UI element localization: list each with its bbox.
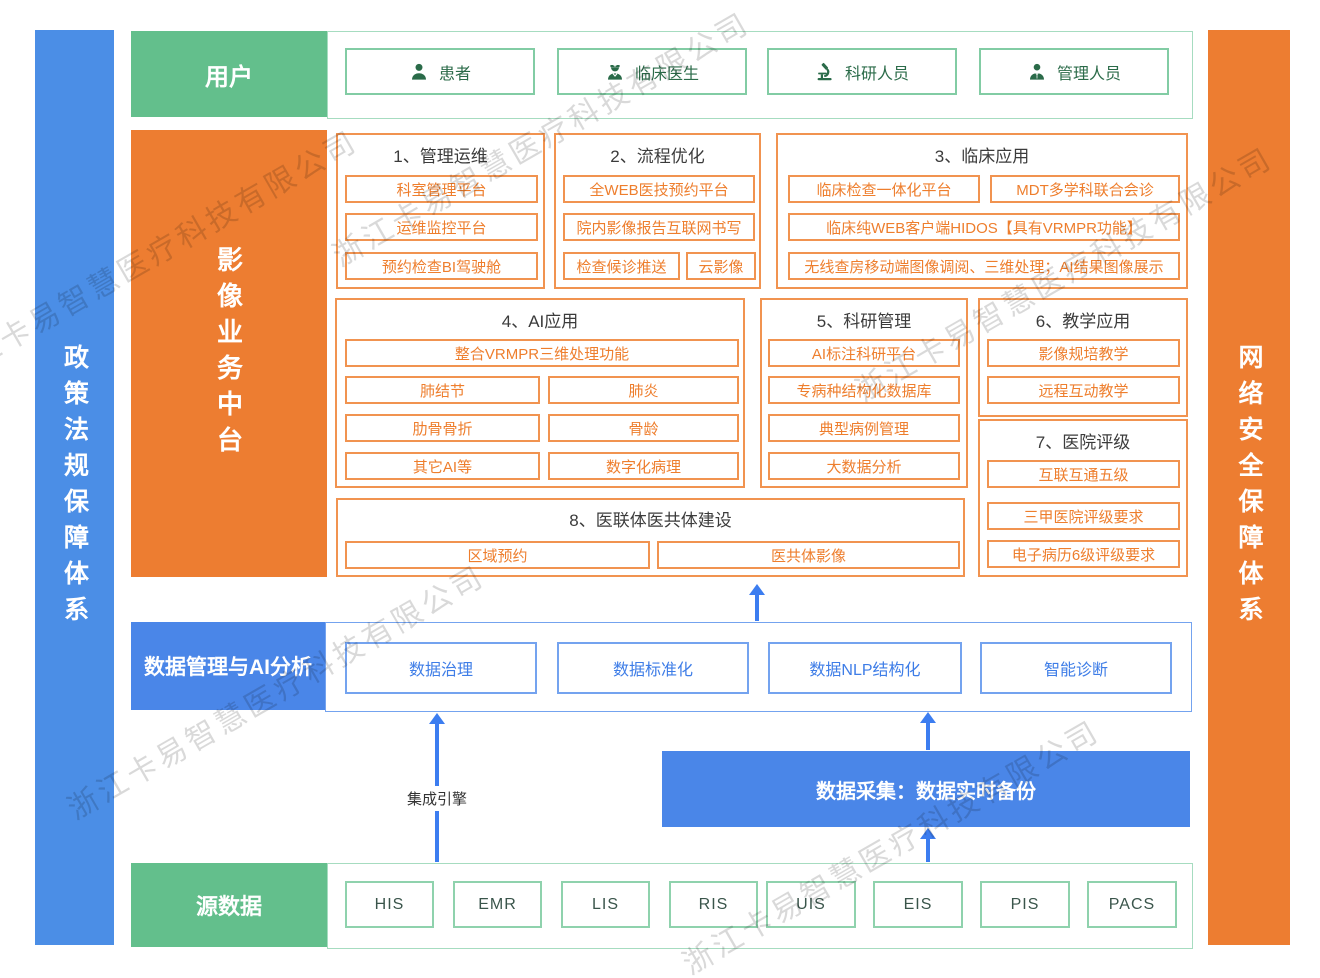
section-ai-application: 4、AI应用 整合VRMPR三维处理功能 肺结节 肺炎 肋骨骨折 骨龄 其它AI…: [335, 298, 745, 488]
user-item-researcher: 科研人员: [767, 48, 957, 95]
platform-item: 运维监控平台: [345, 213, 538, 241]
section-title: 6、教学应用: [1035, 312, 1131, 331]
section-clinical-application: 3、临床应用 临床检查一体化平台 MDT多学科联合会诊 临床纯WEB客户端HID…: [776, 133, 1188, 289]
network-security-label: 网络安全保障体系: [1235, 343, 1263, 632]
microscope-icon: [817, 62, 832, 80]
source-item: LIS: [561, 881, 650, 928]
section-title: 7、医院评级: [1035, 433, 1131, 452]
data-mgmt-item: 数据标准化: [557, 642, 749, 694]
doctor-icon: [607, 62, 622, 80]
user-item-label: 患者: [438, 65, 471, 83]
platform-item: 影像规培教学: [987, 339, 1180, 367]
platform-item: 骨龄: [548, 414, 739, 442]
platform-label: 影像业务中台: [213, 245, 244, 462]
platform-item: 电子病历6级评级要求: [987, 540, 1180, 568]
platform-item: 临床检查一体化平台: [788, 175, 980, 203]
section-hospital-rating: 7、医院评级 互联互通五级 三甲医院评级要求 电子病历6级评级要求: [978, 419, 1188, 577]
platform-item: 全WEB医技预约平台: [563, 175, 755, 203]
platform-item: 云影像: [686, 252, 756, 280]
data-mgmt-item: 数据治理: [345, 642, 537, 694]
platform-label-block: 影像业务中台: [131, 130, 327, 577]
platform-item: 区域预约: [345, 541, 650, 569]
platform-item: 院内影像报告互联网书写: [563, 213, 755, 241]
section-teaching-application: 6、教学应用 影像规培教学 远程互动教学: [978, 298, 1188, 417]
section-title: 4、AI应用: [501, 312, 579, 331]
platform-item: 大数据分析: [768, 452, 960, 480]
source-item: PIS: [980, 881, 1070, 928]
platform-item: 互联互通五级: [987, 460, 1180, 488]
source-item: UIS: [766, 881, 856, 928]
user-item-patient: 患者: [345, 48, 535, 95]
user-item-manager: 管理人员: [979, 48, 1169, 95]
source-item: EIS: [873, 881, 963, 928]
data-mgmt-item: 智能诊断: [980, 642, 1172, 694]
platform-item: 预约检查BI驾驶舱: [345, 252, 538, 280]
source-item: RIS: [669, 881, 758, 928]
platform-item: 远程互动教学: [987, 376, 1180, 404]
user-item-label: 管理人员: [1056, 65, 1121, 83]
data-collection-block: 数据采集：数据实时备份: [662, 751, 1190, 827]
section-title: 8、医联体医共体建设: [569, 511, 732, 530]
platform-item: 检查候诊推送: [563, 252, 680, 280]
integration-engine-label: 集成引擎: [397, 786, 477, 811]
platform-item: 肺炎: [548, 376, 739, 404]
section-research-management: 5、科研管理 AI标注科研平台 专病种结构化数据库 典型病例管理 大数据分析: [760, 298, 968, 488]
source-item: PACS: [1087, 881, 1177, 928]
network-security-bar: 网络安全保障体系: [1208, 30, 1290, 945]
user-item-label: 科研人员: [844, 65, 909, 83]
patient-icon: [411, 63, 426, 80]
user-item-clinician: 临床医生: [557, 48, 747, 95]
section-management-ops: 1、管理运维 科室管理平台 运维监控平台 预约检查BI驾驶舱: [336, 133, 545, 289]
user-item-label: 临床医生: [634, 65, 699, 83]
platform-item: 其它AI等: [345, 452, 540, 480]
source-item: HIS: [345, 881, 434, 928]
users-row-label: 用户: [131, 31, 327, 117]
section-title: 1、管理运维: [393, 147, 488, 166]
section-title: 3、临床应用: [934, 147, 1030, 166]
platform-item: 数字化病理: [548, 452, 739, 480]
platform-item: AI标注科研平台: [768, 339, 960, 367]
policy-regulation-bar: 政策法规保障体系: [35, 30, 114, 945]
section-process-optimization: 2、流程优化 全WEB医技预约平台 院内影像报告互联网书写 检查候诊推送 云影像: [554, 133, 761, 289]
platform-item: 专病种结构化数据库: [768, 376, 960, 404]
platform-item: 整合VRMPR三维处理功能: [345, 339, 739, 367]
section-medical-consortium: 8、医联体医共体建设 区域预约 医共体影像: [336, 498, 965, 577]
source-item: EMR: [453, 881, 542, 928]
platform-item: 肋骨骨折: [345, 414, 540, 442]
manager-icon: [1029, 63, 1044, 80]
section-title: 2、流程优化: [610, 147, 705, 166]
source-data-label: 源数据: [131, 863, 327, 947]
platform-item: 临床纯WEB客户端HIDOS【具有VRMPR功能】: [788, 213, 1180, 241]
platform-item: 无线查房移动端图像调阅、三维处理；AI结果图像展示: [788, 252, 1180, 280]
data-mgmt-label: 数据管理与AI分析: [131, 622, 325, 710]
platform-item: 科室管理平台: [345, 175, 538, 203]
platform-item: 医共体影像: [657, 541, 960, 569]
platform-item: MDT多学科联合会诊: [990, 175, 1180, 203]
platform-item: 肺结节: [345, 376, 540, 404]
data-mgmt-item: 数据NLP结构化: [768, 642, 962, 694]
policy-regulation-label: 政策法规保障体系: [60, 343, 89, 632]
platform-item: 典型病例管理: [768, 414, 960, 442]
platform-item: 三甲医院评级要求: [987, 502, 1180, 530]
section-title: 5、科研管理: [816, 312, 912, 331]
